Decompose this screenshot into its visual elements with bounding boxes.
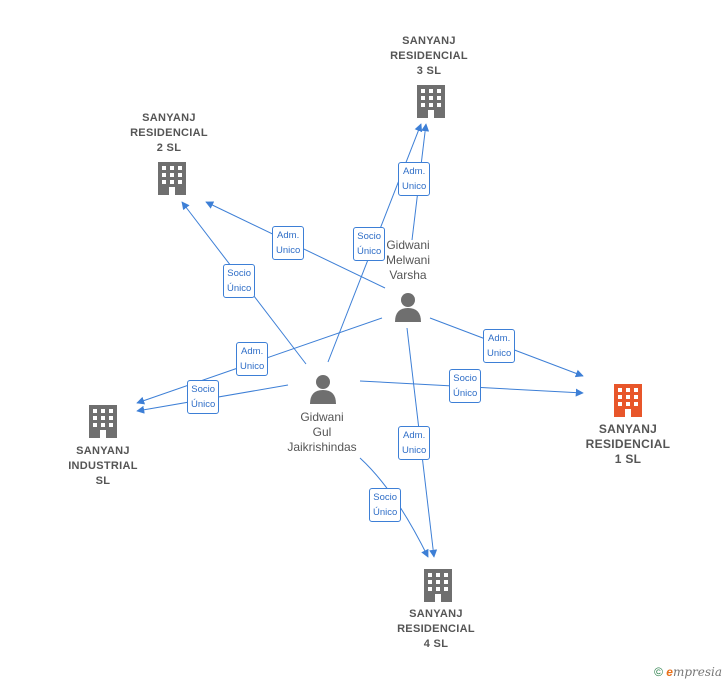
company-label-r3[interactable]: SANYANJ RESIDENCIAL 3 SL (381, 34, 477, 79)
label-line: SL (95, 475, 111, 487)
label-line: Adm. (277, 230, 300, 241)
label-line: Unico (402, 181, 427, 192)
label-line: SANYANJ (409, 608, 463, 620)
label-line: Unico (402, 445, 427, 456)
label-line: Socio (357, 231, 382, 242)
edge-label-adm: Adm. Unico (483, 329, 516, 363)
edge-label-adm: Adm. Unico (398, 162, 431, 196)
label-line: SANYANJ (76, 445, 130, 457)
edge-label-adm: Adm. Unico (398, 426, 431, 460)
building-icon (417, 85, 445, 118)
building-icon-highlight (614, 384, 642, 417)
label-line: Melwani (385, 253, 430, 267)
company-label-r1[interactable]: SANYANJ RESIDENCIAL 1 SL (578, 422, 678, 467)
copyright: © empresia (654, 665, 722, 679)
brand-logo-initial: e (666, 665, 673, 679)
label-line: Adm. (403, 166, 426, 177)
label-line: Unico (276, 245, 301, 256)
label-line: 3 SL (416, 65, 442, 77)
building-icon (424, 569, 452, 602)
label-line: RESIDENCIAL (130, 127, 208, 139)
building-icon (158, 162, 186, 195)
label-line: SANYANJ (142, 112, 196, 124)
label-line: Unico (240, 361, 265, 372)
label-line: Único (373, 507, 398, 518)
company-label-r2[interactable]: SANYANJ RESIDENCIAL 2 SL (121, 111, 217, 156)
label-line: SANYANJ (598, 422, 658, 436)
person-icon (310, 375, 336, 404)
label-line: 1 SL (614, 452, 642, 466)
label-line: RESIDENCIAL (390, 50, 468, 62)
label-line: Socio (227, 268, 252, 279)
label-line: Socio (373, 492, 398, 503)
label-line: 2 SL (156, 142, 182, 154)
label-line: Único (357, 246, 382, 257)
company-label-r4[interactable]: SANYANJ RESIDENCIAL 4 SL (388, 607, 484, 652)
label-line: Único (227, 283, 252, 294)
person-label-jaik: Gidwani Gul Jaikrishindas (276, 410, 368, 455)
building-icon (89, 405, 117, 438)
label-line: RESIDENCIAL (585, 437, 671, 451)
label-line: Adm. (403, 430, 426, 441)
label-line: 4 SL (423, 638, 449, 650)
label-line: Único (191, 399, 216, 410)
label-line: Gul (312, 425, 332, 439)
person-label-varsha: Gidwani Melwani Varsha (374, 238, 442, 283)
label-line: Gidwani (386, 238, 430, 252)
label-line: Socio (453, 373, 478, 384)
person-icon (395, 293, 421, 322)
brand-logo-text: mpresia (672, 665, 722, 679)
label-line: Varsha (389, 268, 427, 282)
label-line: Único (453, 388, 478, 399)
label-line: Gidwani (300, 410, 344, 424)
label-line: Unico (487, 348, 512, 359)
label-line: Socio (191, 384, 216, 395)
edge-label-adm: Adm. Unico (272, 226, 305, 260)
label-line: Adm. (241, 346, 264, 357)
label-line: Jaikrishindas (287, 440, 357, 454)
company-label-industrial[interactable]: SANYANJ INDUSTRIAL SL (55, 444, 151, 489)
label-line: SANYANJ (402, 35, 456, 47)
label-line: RESIDENCIAL (397, 623, 475, 635)
label-line: INDUSTRIAL (68, 460, 138, 472)
edge-label-adm: Adm. Unico (236, 342, 269, 376)
label-line: Adm. (488, 333, 511, 344)
copyright-icon: © (654, 665, 663, 679)
